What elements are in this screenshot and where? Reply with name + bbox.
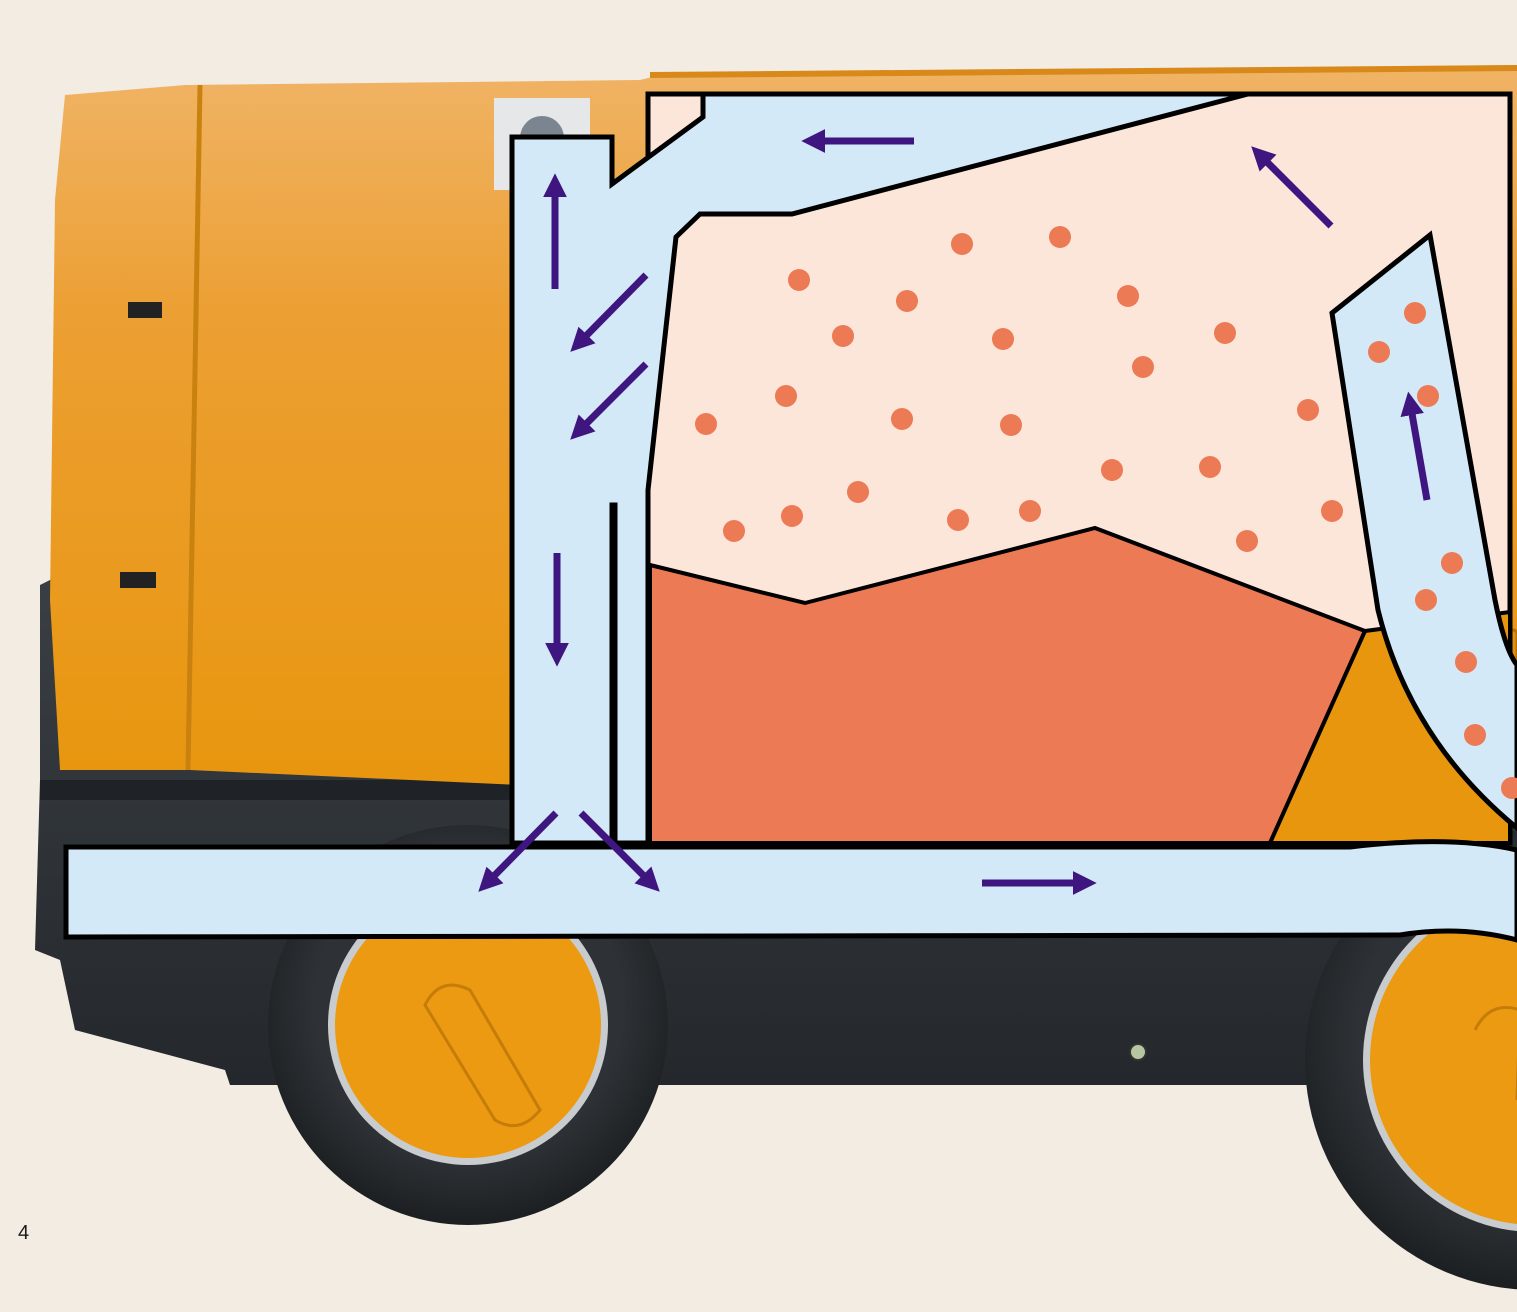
page-number: 4 — [18, 1222, 29, 1245]
dust-particle-icon — [1321, 500, 1343, 522]
dust-particle-icon — [1464, 724, 1486, 746]
dust-particle-icon — [1101, 459, 1123, 481]
dust-particle-icon — [1404, 302, 1426, 324]
dust-particle-icon — [1214, 322, 1236, 344]
dust-particle-icon — [1117, 285, 1139, 307]
dust-particle-icon — [832, 325, 854, 347]
dust-particle-icon — [1236, 530, 1258, 552]
dust-particle-icon — [1417, 385, 1439, 407]
dust-particle-icon — [781, 505, 803, 527]
dust-particle-icon — [951, 233, 973, 255]
dust-particle-icon — [1132, 356, 1154, 378]
dust-particle-icon — [1415, 589, 1437, 611]
dust-particle-icon — [1019, 500, 1041, 522]
suction-floor-duct — [66, 842, 1517, 940]
dust-particle-icon — [1441, 552, 1463, 574]
dust-particle-icon — [992, 328, 1014, 350]
dust-particle-icon — [1049, 226, 1071, 248]
dust-particle-icon — [775, 385, 797, 407]
dust-particle-icon — [1368, 341, 1390, 363]
dust-particle-icon — [788, 269, 810, 291]
chassis-bolt — [1130, 1044, 1146, 1060]
vent-slot-upper — [128, 302, 162, 318]
dust-particle-icon — [847, 481, 869, 503]
vent-slot-lower — [120, 572, 156, 588]
dust-particle-icon — [1297, 399, 1319, 421]
dust-particle-icon — [1000, 414, 1022, 436]
dust-particle-icon — [1199, 456, 1221, 478]
dust-particle-icon — [1455, 651, 1477, 673]
dust-particle-icon — [891, 408, 913, 430]
dust-particle-icon — [947, 509, 969, 531]
dust-particle-icon — [695, 413, 717, 435]
dust-particle-icon — [723, 520, 745, 542]
dust-particle-icon — [896, 290, 918, 312]
